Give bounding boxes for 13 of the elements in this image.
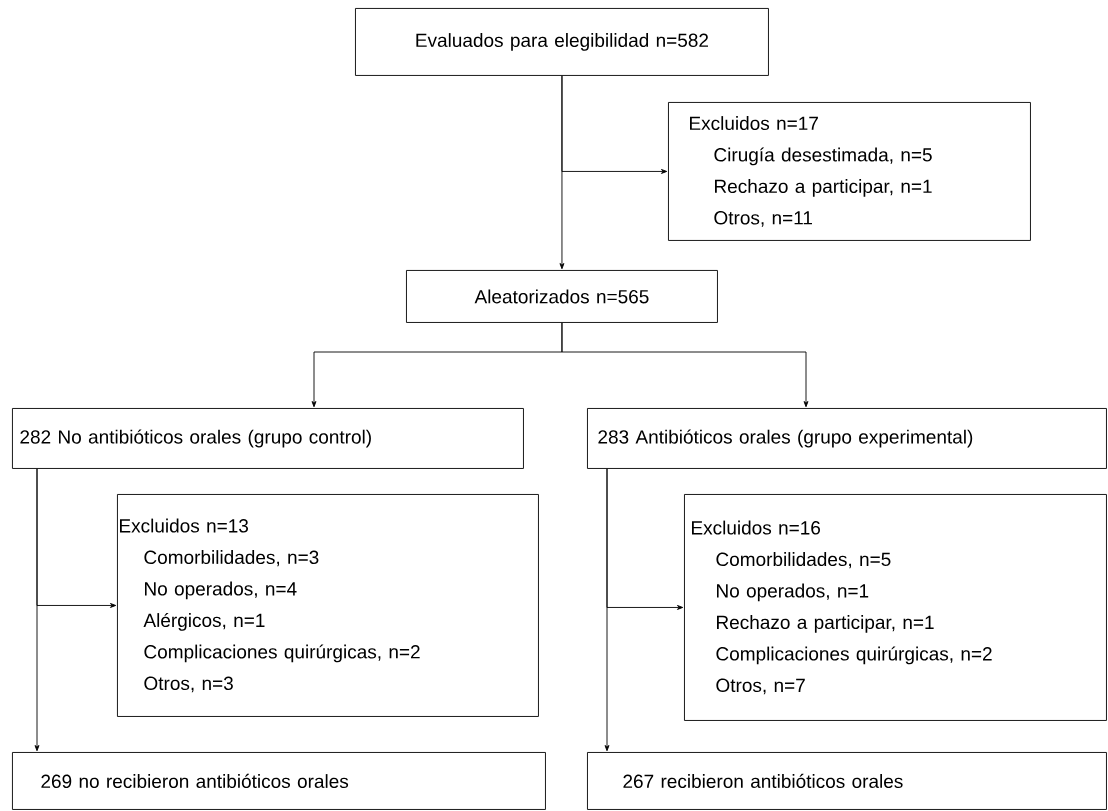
exclusion-box: Excluidos n=16 Comorbilidades, n=5 No operados, n=1 Rechazo a participar, n=1 Complicaciones quirúrgicas, n=2 Otros, n=7 — [684, 494, 1107, 721]
arrow — [561, 322, 809, 408]
process-box: Aleatorizados n=565 — [406, 270, 718, 323]
arrow — [559, 75, 565, 270]
group-box: 283 Antibióticos orales (grupo experimental) — [587, 408, 1107, 469]
outcome-box: 267 recibieron antibióticos orales — [587, 752, 1107, 810]
exclusion-box: Excluidos n=17 Cirugía desestimada, n=5 Rechazo a participar, n=1 Otros, n=11 — [668, 102, 1031, 241]
exclusion-box: Excluidos n=13 Comorbilidades, n=3 No operados, n=4 Alérgicos, n=1 Complicaciones quirúrgicas, n=2 Otros, n=3 — [117, 494, 539, 717]
process-box: Evaluados para elegibilidad n=582 — [355, 8, 769, 76]
arrow — [604, 468, 610, 752]
outcome-box: 269 no recibieron antibióticos orales — [12, 752, 546, 810]
arrow — [34, 468, 40, 752]
group-box: 282 No antibióticos orales (grupo control) — [12, 408, 524, 469]
